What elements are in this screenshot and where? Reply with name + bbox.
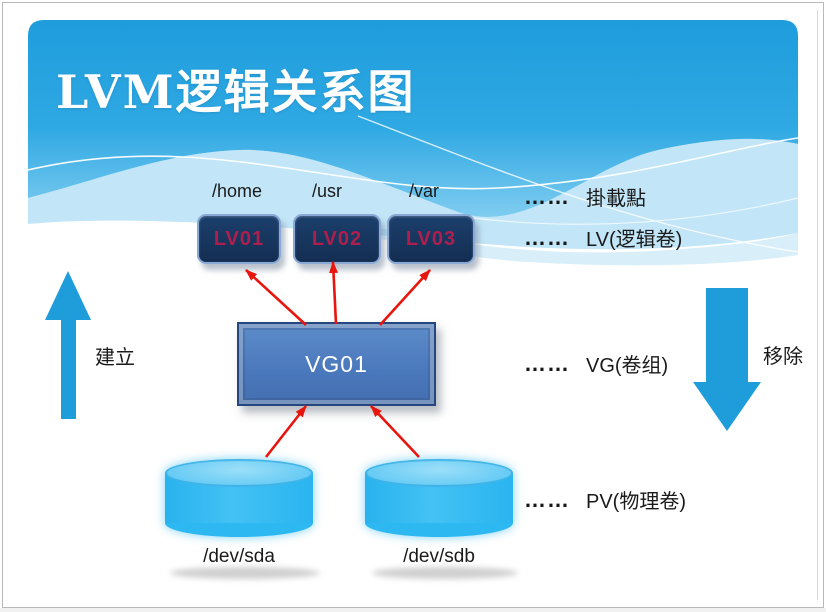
remove-label: 移除 xyxy=(763,346,803,368)
lv-box-1-label: LV01 xyxy=(213,227,265,250)
legend-row-pv: …… PV(物理卷) xyxy=(524,485,686,514)
vg-box: VG01 xyxy=(237,322,436,406)
device-label-sdb: /dev/sdb xyxy=(403,546,475,567)
legend-label-vg: VG(卷组) xyxy=(586,355,669,377)
cylinder-top xyxy=(165,459,313,487)
lv-box-2: LV02 xyxy=(293,214,381,264)
legend-row-mount: …… 掛載點 xyxy=(524,182,646,211)
mount-label-usr: /usr xyxy=(311,181,342,201)
legend-row-lv: …… LV(逻辑卷) xyxy=(524,223,682,252)
cylinder-shadow xyxy=(170,567,320,579)
mount-label-home: /home xyxy=(211,181,263,201)
banner-wave-line-3 xyxy=(457,197,798,225)
arrow-sda-to-vg xyxy=(264,405,308,458)
legend-row-vg: …… VG(卷组) xyxy=(524,349,668,378)
vg-box-label: VG01 xyxy=(305,350,368,377)
mount-label-var: /var xyxy=(408,181,439,201)
banner-wave-line-2 xyxy=(357,115,798,253)
device-label-sda: /dev/sda xyxy=(203,546,275,567)
banner-wave-line-1 xyxy=(28,137,798,190)
slide-title: LVM逻辑关系图 xyxy=(56,65,416,119)
arrow-vg-to-lv2 xyxy=(329,261,339,325)
lv-box-1: LV01 xyxy=(197,214,281,264)
banner-wave-band-2 xyxy=(328,216,798,266)
cylinder-shadow xyxy=(372,567,518,579)
legend-label-pv: PV(物理卷) xyxy=(586,491,686,513)
lv-box-3-label: LV03 xyxy=(405,227,457,250)
create-label: 建立 xyxy=(95,347,135,369)
legend-dots: …… xyxy=(524,183,570,209)
arrow-vg-to-lv3 xyxy=(379,269,431,326)
create-up-arrow xyxy=(45,271,91,419)
legend-label-lv: LV(逻辑卷) xyxy=(586,229,683,251)
slide-right-edge xyxy=(817,10,818,600)
disk-cylinder-sda xyxy=(165,459,313,537)
arrow-sdb-to-vg xyxy=(370,405,420,458)
legend-dots: …… xyxy=(524,486,570,512)
legend-dots: …… xyxy=(524,350,570,376)
legend-label-mount: 掛載點 xyxy=(586,188,646,210)
arrow-vg-to-lv1 xyxy=(245,269,307,326)
banner-main-shape xyxy=(28,20,798,217)
disk-cylinder-sdb xyxy=(365,459,513,537)
cylinder-top xyxy=(365,459,513,487)
lv-box-2-label: LV02 xyxy=(311,227,363,250)
legend-dots: …… xyxy=(524,224,570,250)
page-bottom-strip xyxy=(0,608,826,612)
lv-box-3: LV03 xyxy=(387,214,475,264)
remove-down-arrow xyxy=(693,288,761,431)
